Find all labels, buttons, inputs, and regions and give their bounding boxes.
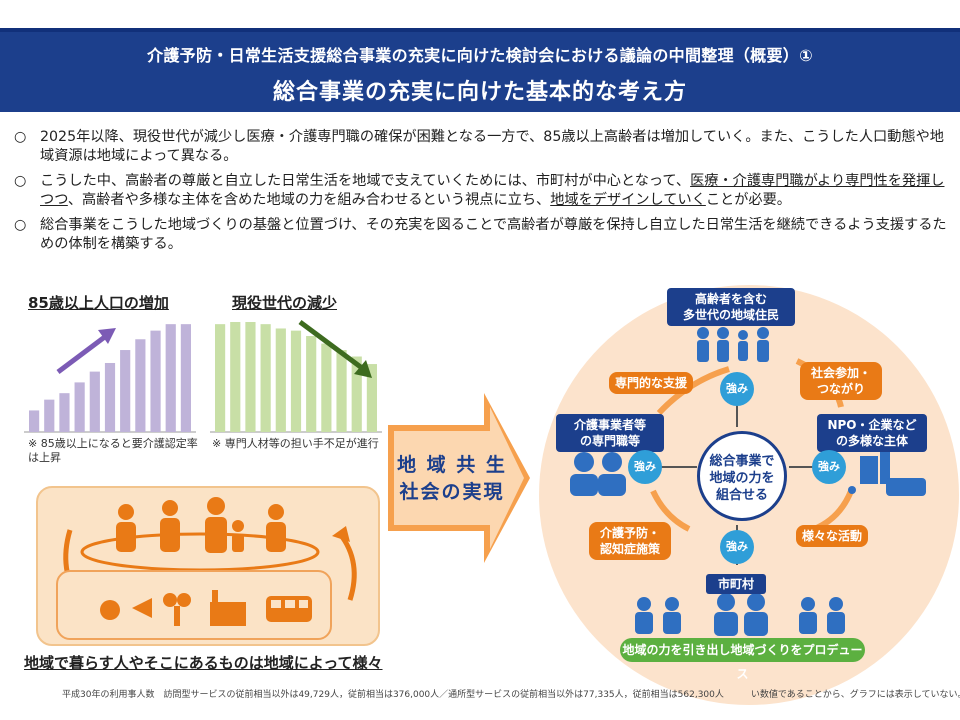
bullet-item: ○ こうした中、高齢者の尊厳と自立した日常生活を地域で支えていくためには、市町村… xyxy=(14,172,950,210)
chart-note-workforce: ※ 専門人材等の担い手不足が進行 xyxy=(212,437,379,450)
resources-icons xyxy=(100,590,312,626)
bullet-item: ○ 2025年以降、現役世代が減少し医療・介護専門職の確保が困難となる一方で、8… xyxy=(14,128,950,166)
chart-workforce-decrease xyxy=(210,319,382,433)
apple-icon xyxy=(100,600,120,620)
trend-arrow-head xyxy=(354,360,372,378)
bullet-text-part: ことが必要。 xyxy=(705,192,791,208)
chart-bar xyxy=(74,382,85,432)
chart-bar xyxy=(290,330,302,432)
tag-professional-support: 専門的な支援 xyxy=(609,372,694,394)
chart-bar xyxy=(44,399,55,432)
chart-bar xyxy=(306,336,317,432)
chart-bar xyxy=(215,324,226,432)
chart-bar xyxy=(230,322,241,432)
fish-icon xyxy=(132,598,152,618)
bullet-text-part: こうした中、高齢者の尊厳と自立した日常生活を地域で支えていくためには、市町村が中… xyxy=(40,173,691,189)
page-title-line2: 総合事業の充実に向けた基本的な考え方 xyxy=(272,80,687,105)
chart-bar xyxy=(321,343,332,432)
bullet-text-part: 、高齢者や多様な主体を含めた地域の力を組み合わせるという視点に立ち、 xyxy=(67,192,551,208)
node-municipality: 市町村 xyxy=(706,574,766,594)
professionals-icon xyxy=(570,452,626,496)
tag-activities: 様々な活動 xyxy=(796,525,869,547)
residents-people-icon xyxy=(697,327,769,362)
node-residents-text: 高齢者を含む多世代の地域住民 xyxy=(682,292,779,322)
bus-icon xyxy=(266,596,312,622)
strength-badge-bottom: 強み xyxy=(720,530,754,564)
chart-title-workforce: 現役世代の減少 xyxy=(232,294,338,312)
chart-bar xyxy=(59,393,70,432)
chart-bar xyxy=(351,356,362,432)
node-npo-companies-text: NPO・企業などの多様な主体 xyxy=(827,418,917,448)
chart-bar xyxy=(165,324,176,432)
bullet-mark: ○ xyxy=(14,217,27,233)
chart-title-elderly: 85歳以上人口の増加 xyxy=(28,294,169,312)
npo-companies-icon xyxy=(848,452,926,496)
bullet-text-underlined: 地域をデザインしていく xyxy=(550,192,706,208)
person-icon xyxy=(207,497,225,515)
trend-arrow xyxy=(56,334,108,374)
tag-prevention-text: 介護予防・認知症施策 xyxy=(599,526,660,556)
regional-symbiosis-arrow xyxy=(388,393,530,563)
strength-badge-right: 強み xyxy=(812,450,846,484)
plant-icon xyxy=(174,606,180,626)
page-title-line1: 介護予防・日常生活支援総合事業の充実に向けた検討会における議論の中間整理（概要）… xyxy=(147,46,813,65)
chart-bar xyxy=(150,330,161,432)
tag-social-participation: 社会参加・つながり xyxy=(800,362,882,400)
node-professionals: 介護事業者等の専門職等 xyxy=(556,414,664,452)
chart-bar xyxy=(245,322,256,432)
arrow-text: 地 域 共 生 社会の実現 xyxy=(393,452,511,506)
trend-arrow-head xyxy=(98,328,116,344)
footnote: 平成30年の利用事人数 訪問型サービスの従前相当以外は49,729人，従前相当は… xyxy=(62,690,960,700)
strength-badge-left: 強み xyxy=(628,450,662,484)
diversity-label: 地域で暮らす人やそこにあるものは地域によって様々 xyxy=(24,654,383,672)
chart-bar xyxy=(275,328,286,432)
person-icon xyxy=(162,500,178,516)
municipality-staff-icon xyxy=(635,594,845,636)
header-banner: 介護予防・日常生活支援総合事業の充実に向けた検討会における議論の中間整理（概要）… xyxy=(0,28,960,112)
chart-bar xyxy=(104,362,116,432)
bullet-text-part: 2025年以降、現役世代が減少し医療・介護専門職の確保が困難となる一方で、85歳… xyxy=(40,129,944,164)
bullet-mark: ○ xyxy=(14,129,27,145)
tag-social-participation-text: 社会参加・つながり xyxy=(810,366,871,396)
person-icon xyxy=(118,504,134,520)
chart-bar xyxy=(135,339,146,432)
chart-bar xyxy=(366,364,377,432)
chart-bar xyxy=(336,350,347,432)
bullet-text: 総合事業をこうした地域づくりの基盤と位置づけ、その充実を図ることで高齢者が尊厳を… xyxy=(40,216,950,254)
factory-icon xyxy=(210,602,246,626)
cycle-arrow-right xyxy=(337,532,357,601)
arrow-prevention xyxy=(650,489,691,532)
node-npo-companies: NPO・企業などの多様な主体 xyxy=(817,414,927,452)
elderly-person-icon xyxy=(268,504,284,520)
center-integration: 総合事業で地域の力を組合せる xyxy=(697,431,787,521)
bullet-item: ○ 総合事業をこうした地域づくりの基盤と位置づけ、その充実を図ることで高齢者が尊… xyxy=(14,216,950,254)
chart-bar xyxy=(89,371,100,432)
node-professionals-text: 介護事業者等の専門職等 xyxy=(573,418,646,448)
chart-bar xyxy=(260,324,271,432)
chart-bar xyxy=(120,350,131,432)
arrow-text-line2: 社会の実現 xyxy=(399,481,505,503)
chart-bar xyxy=(29,410,40,432)
center-integration-text: 総合事業で地域の力を組合せる xyxy=(709,454,775,503)
bullet-mark: ○ xyxy=(14,173,27,189)
node-residents: 高齢者を含む多世代の地域住民 xyxy=(667,288,795,326)
bullet-text-underlined: 医療・介護専門職がより専門性を発揮しつつ xyxy=(40,173,945,208)
child-icon xyxy=(232,520,244,532)
chart-note-elderly: ※ 85歳以上になると要介護認定率は上昇 xyxy=(28,437,198,464)
bullet-text: こうした中、高齢者の尊厳と自立した日常生活を地域で支えていくためには、市町村が中… xyxy=(40,172,950,210)
bullet-list: ○ 2025年以降、現役世代が減少し医療・介護専門職の確保が困難となる一方で、8… xyxy=(14,128,950,260)
bullet-text-part: 総合事業をこうした地域づくりの基盤と位置づけ、その充実を図ることで高齢者が尊厳を… xyxy=(40,217,947,252)
chart-elderly-increase xyxy=(24,324,196,433)
trend-arrow xyxy=(298,319,364,371)
tag-prevention: 介護予防・認知症施策 xyxy=(589,522,671,560)
produce-community-bar: 地域の力を引き出し地域づくりをプロデュース xyxy=(620,638,865,681)
chart-bar xyxy=(180,324,191,432)
arrow-text-line1: 地 域 共 生 xyxy=(397,454,507,476)
strength-badge-top: 強み xyxy=(720,372,754,406)
bullet-text: 2025年以降、現役世代が減少し医療・介護専門職の確保が困難となる一方で、85歳… xyxy=(40,128,950,166)
